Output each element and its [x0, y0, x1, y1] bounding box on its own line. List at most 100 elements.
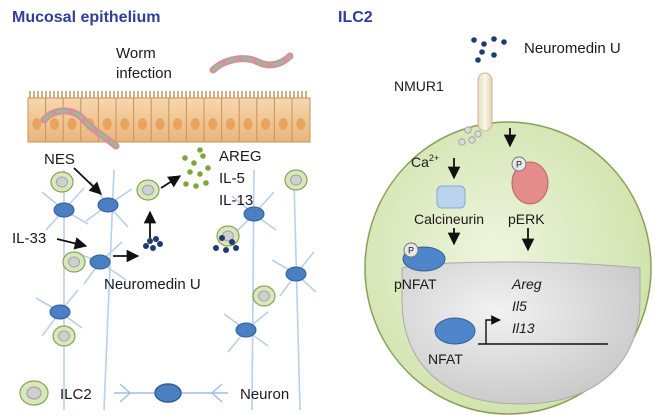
neuromedin-u-dot [150, 245, 156, 251]
nmur1-receptor-icon [477, 72, 493, 132]
nucleus [401, 261, 641, 405]
ilc2-nucleus [58, 330, 70, 342]
calcium-ions-icon [458, 126, 482, 146]
arrow-nes-to-ilc2 [73, 167, 102, 195]
cytokine-il13: IL-13 [219, 192, 253, 209]
perk-icon: P [511, 156, 549, 205]
neuromedin-u-dot [481, 41, 487, 47]
worm-icon [209, 52, 294, 74]
neuromedin-u-dot [147, 238, 153, 244]
neuron-body-icon [243, 206, 265, 222]
legend-ilc2-icon [19, 380, 49, 406]
epithelial-nucleus [120, 118, 130, 130]
epithelial-nucleus [225, 118, 235, 130]
cytokine-dot [205, 165, 211, 171]
calcineurin-label: Calcineurin [414, 211, 484, 227]
ilc2-nucleus [68, 256, 80, 268]
worm-in-tissue-icon [40, 107, 120, 150]
neuromedin-u-dots [143, 235, 239, 253]
epithelial-nucleus [173, 118, 183, 130]
gene-il5: Il5 [512, 298, 527, 314]
neuromedin-u-dot [491, 52, 497, 58]
neuromedin-u-dot [233, 245, 239, 251]
neuron-body-icon [285, 266, 307, 282]
nes-label: NES [44, 151, 75, 168]
cytokine-dot [183, 181, 189, 187]
svg-text:P: P [408, 246, 414, 256]
ilc2-nucleus [142, 184, 154, 196]
epithelial-nucleus [102, 118, 112, 130]
calcium-ion-dot [458, 138, 466, 146]
neuromedin-u-dot [157, 241, 163, 247]
epithelial-nucleus [243, 118, 253, 130]
epithelial-nucleus [261, 118, 271, 130]
cytokine-dot [197, 147, 203, 153]
neuron-body-icon [97, 197, 119, 213]
il33-label: IL-33 [12, 230, 46, 247]
gene-il13: Il13 [512, 320, 535, 336]
left-arrows [56, 167, 182, 263]
neuromedin-u-dot [491, 36, 497, 42]
epithelial-nucleus [296, 118, 306, 130]
epithelial-nucleus [190, 118, 200, 130]
neuromedin-u-dot [471, 37, 477, 43]
ilc2-nucleus [290, 174, 302, 186]
neuromedin-u-dot [219, 235, 225, 241]
legend-neuron-label: Neuron [240, 386, 289, 403]
ilc2-cells [50, 169, 308, 347]
legend-ilc2-label: ILC2 [60, 386, 92, 403]
epithelial-nucleus [278, 118, 288, 130]
nfat-icon [434, 317, 476, 345]
cytokine-areg: AREG [219, 148, 262, 165]
cytokine-dot [187, 169, 193, 175]
cytokine-il5: IL-5 [219, 170, 245, 187]
pnfat-icon: P [402, 242, 446, 272]
ilc2-nucleus [56, 176, 68, 188]
epithelial-nucleus [67, 118, 77, 130]
neuron-body-icon [89, 254, 111, 270]
calcium-ion-dot [464, 126, 472, 134]
neuromedin-u-dot [229, 239, 235, 245]
calcium-ion-dot [474, 130, 482, 138]
cytokine-dot [197, 171, 203, 177]
receptor-neuromedin-dots [471, 36, 507, 63]
epithelial-nucleus [155, 118, 165, 130]
legend: ILC2 Neuron [19, 380, 289, 406]
neuron-body-icon [49, 304, 71, 320]
pnfat-label: pNFAT [394, 276, 437, 292]
ilc2-nucleus [258, 290, 270, 302]
cytokine-dots [182, 147, 211, 189]
epithelial-nucleus [49, 118, 59, 130]
neuromedin-u-dot [475, 57, 481, 63]
calcineurin-icon [436, 185, 466, 209]
epithelial-nucleus [32, 118, 42, 130]
receptor-label: NMUR1 [394, 78, 444, 94]
right-panel-title: ILC2 [338, 9, 373, 26]
calcium-ion-dot [468, 136, 476, 144]
neuromedin-u-dot [501, 39, 507, 45]
epithelium-layer [27, 91, 311, 143]
neuromedin-u-dot [153, 236, 159, 242]
left-neuromedin-label: Neuromedin U [104, 276, 201, 293]
epithelial-nucleus [208, 118, 218, 130]
cytokine-dot [203, 180, 209, 186]
perk-label: pERK [508, 211, 545, 227]
right-arrows [447, 128, 535, 252]
legend-neuron-icon [114, 383, 228, 403]
worm-label-line2: infection [116, 65, 172, 82]
arrow-il33 [56, 237, 88, 250]
worm-label-line1: Worm [116, 45, 156, 62]
neuron-axon [293, 179, 301, 411]
cytokine-dot [191, 160, 197, 166]
neuron-body-icon [235, 322, 257, 338]
gene-promoter-icon [478, 315, 608, 345]
neuron-body-icon [53, 202, 75, 218]
calcium-label: Ca2+ [411, 153, 439, 170]
cytokine-dot [200, 153, 206, 159]
epithelial-nucleus [137, 118, 147, 130]
neuron-network [35, 169, 317, 411]
cytokine-dot [193, 183, 199, 189]
cytokine-dot [182, 155, 188, 161]
